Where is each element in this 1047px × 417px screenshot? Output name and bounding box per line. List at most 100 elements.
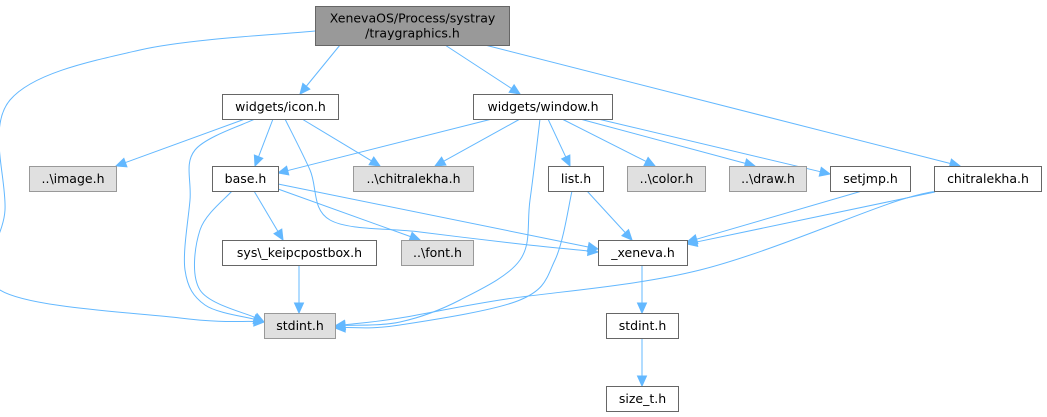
edge-arrowhead (253, 154, 264, 168)
edge-chitra-to-xeneva (696, 191, 936, 243)
edge-base-to-font (277, 188, 411, 238)
node-label: /traygraphics.h (365, 26, 460, 41)
node-box (401, 240, 474, 266)
edge-arrowhead (586, 241, 600, 253)
node-box (606, 386, 679, 412)
edge-arrowhead (333, 319, 347, 330)
node-label: XenevaOS/Process/systray (330, 11, 496, 26)
node-label: sys\_keipcpostbox.h (237, 245, 362, 260)
edge-icon-to-stdint_ext (183, 118, 256, 320)
node-label: ..\font.h (413, 245, 462, 260)
edge-arrowhead (621, 228, 633, 241)
node-chitra-ext: ..\chitralekha.h (353, 166, 474, 192)
edge-arrowhead (273, 228, 284, 242)
node-box (627, 166, 706, 192)
edge-root-to-window (444, 44, 512, 89)
node-stdint[interactable]: stdint.h (606, 313, 679, 339)
node-chitra[interactable]: chitralekha.h (934, 166, 1042, 192)
edge-list-to-xeneva (586, 190, 626, 233)
edge-window-to-chitra_ext (443, 118, 521, 162)
node-xeneva[interactable]: _xeneva.h (598, 240, 688, 266)
node-label: widgets/icon.h (235, 99, 326, 114)
node-keipc[interactable]: sys\_keipcpostbox.h (222, 240, 377, 266)
edge-window-to-base (287, 118, 493, 172)
node-label: base.h (225, 171, 267, 186)
node-icon[interactable]: widgets/icon.h (222, 94, 339, 120)
edge-icon-to-image (125, 118, 246, 164)
node-box (934, 166, 1042, 192)
node-font: ..\font.h (401, 240, 474, 266)
edge-arrowhead (685, 236, 699, 248)
node-box (315, 6, 510, 46)
edge-root-to-stdint_ext (0, 30, 316, 323)
node-box (353, 166, 474, 192)
edge-base-to-stdint_ext (194, 190, 256, 318)
node-color: ..\color.h (627, 166, 706, 192)
node-sizet[interactable]: size_t.h (606, 386, 679, 412)
edge-arrowhead (276, 165, 290, 176)
node-stdint-ext: stdint.h (264, 313, 336, 339)
node-box (729, 166, 807, 192)
node-label: ..\image.h (42, 171, 105, 186)
node-base[interactable]: base.h (212, 166, 279, 192)
edge-arrowhead (508, 83, 522, 95)
node-label: stdint.h (276, 318, 324, 333)
edge-root-to-icon (305, 44, 341, 87)
node-window[interactable]: widgets/window.h (473, 94, 613, 120)
edge-arrowhead (408, 231, 422, 242)
node-label: setjmp.h (843, 171, 898, 186)
edge-icon-to-chitra_ext (301, 118, 372, 162)
node-label: stdint.h (619, 318, 667, 333)
node-label: size_t.h (619, 391, 666, 406)
node-box (548, 166, 604, 192)
edge-arrowhead (643, 156, 657, 167)
edge-window-to-color (561, 118, 647, 162)
edge-arrowhead (293, 302, 305, 315)
node-list[interactable]: list.h (548, 166, 604, 192)
edge-base-to-xeneva (277, 183, 589, 248)
node-setjmp[interactable]: setjmp.h (830, 166, 911, 192)
edge-arrowhead (818, 166, 832, 177)
edge-window-to-setjmp (597, 118, 821, 173)
node-box (598, 240, 688, 266)
node-label: list.h (561, 171, 591, 186)
edge-window-to-stdint_ext (344, 118, 541, 326)
edge-arrowhead (252, 312, 266, 323)
edge-arrowhead (560, 154, 571, 168)
edge-setjmp-to-xeneva (696, 190, 863, 240)
node-label: _xeneva.h (610, 245, 675, 260)
edge-list-to-stdint_ext (344, 190, 573, 329)
node-box (222, 94, 339, 120)
node-root[interactable]: XenevaOS/Process/systray/traygraphics.h (315, 6, 510, 46)
node-box (29, 166, 117, 192)
node-box (606, 313, 679, 339)
edge-arrowhead (368, 156, 382, 167)
node-box (473, 94, 613, 120)
edge-base-to-keipc (253, 190, 279, 232)
edge-arrowhead (299, 82, 311, 95)
node-label: ..\draw.h (741, 171, 795, 186)
node-label: chitralekha.h (947, 171, 1029, 186)
edge-arrowhead (433, 156, 447, 167)
edge-arrowhead (636, 375, 648, 388)
edge-window-to-list (547, 118, 567, 158)
node-box (222, 240, 377, 266)
node-label: ..\chitralekha.h (366, 171, 460, 186)
edge-root-to-chitra (484, 44, 951, 165)
edge-arrowhead (114, 157, 128, 168)
nodes-layer: XenevaOS/Process/systray/traygraphics.h w… (29, 6, 1042, 412)
edge-chitra-to-stdint_ext (344, 190, 953, 326)
edge-icon-to-base (258, 118, 274, 157)
node-label: ..\color.h (640, 171, 694, 186)
node-image: ..\image.h (29, 166, 117, 192)
node-box (830, 166, 911, 192)
edge-window-to-draw (579, 118, 746, 164)
node-box (264, 313, 336, 339)
node-box (212, 166, 279, 192)
node-label: widgets/window.h (487, 99, 598, 114)
edge-arrowhead (636, 302, 648, 315)
node-draw: ..\draw.h (729, 166, 807, 192)
edges-layer (0, 30, 962, 388)
